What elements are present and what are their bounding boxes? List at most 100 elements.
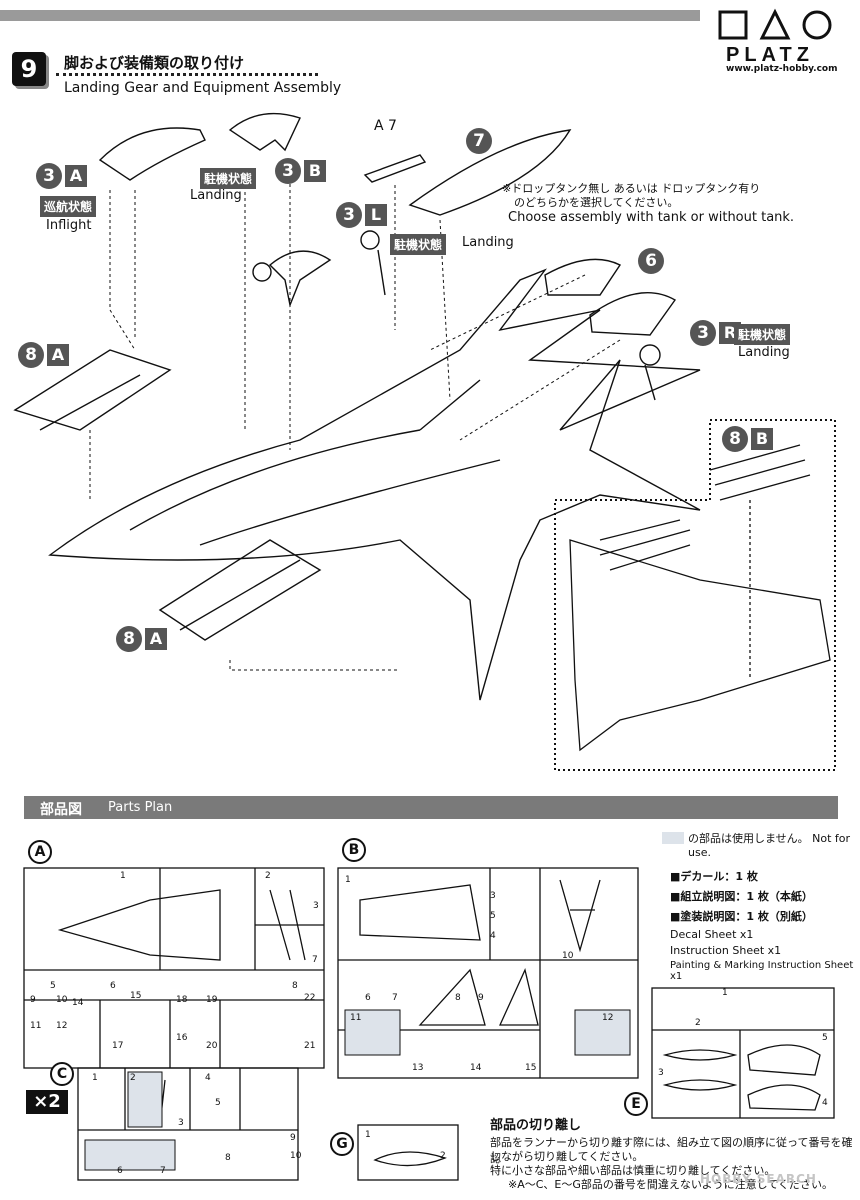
note-en: Choose assembly with tank or without tan… bbox=[508, 210, 795, 225]
svg-text:4: 4 bbox=[490, 931, 496, 941]
sheet-c-label: C bbox=[50, 1062, 74, 1086]
svg-text:6: 6 bbox=[365, 993, 371, 1003]
svg-text:6: 6 bbox=[117, 1166, 123, 1176]
gear-r-wheel bbox=[639, 344, 661, 366]
contents-jp-painting: ■塗装説明図：1 枚（別紙） bbox=[670, 910, 813, 923]
svg-text:1: 1 bbox=[92, 1073, 98, 1083]
label-a7: A 7 bbox=[374, 118, 397, 134]
sprue-a-fuselage bbox=[57, 889, 221, 961]
svg-text:1: 1 bbox=[120, 871, 126, 881]
label-landing-3b: Landing bbox=[190, 188, 242, 203]
label-inflight: Inflight bbox=[46, 218, 92, 233]
contents-en-instruction: Instruction Sheet x1 bbox=[670, 944, 782, 957]
svg-text:13: 13 bbox=[412, 1063, 423, 1073]
svg-text:14: 14 bbox=[72, 998, 84, 1008]
sheet-e-label: E bbox=[624, 1092, 648, 1116]
sheet-g-label: G bbox=[330, 1132, 354, 1156]
missile-rack-top bbox=[13, 349, 172, 431]
cutting-line-2: しながら切り離してください。 bbox=[490, 1150, 644, 1163]
svg-text:5: 5 bbox=[50, 981, 56, 991]
brand-name: PLATZ bbox=[726, 44, 814, 66]
engine-part-upper bbox=[544, 258, 622, 296]
svg-text:2: 2 bbox=[695, 1018, 701, 1028]
svg-text:15: 15 bbox=[130, 991, 141, 1001]
svg-text:9: 9 bbox=[290, 1133, 296, 1143]
tag-inflight-jp: 巡航状態 bbox=[40, 196, 97, 217]
svg-text:5: 5 bbox=[490, 911, 496, 921]
svg-text:20: 20 bbox=[206, 1041, 218, 1051]
engine-part-lower bbox=[589, 292, 677, 336]
svg-text:16: 16 bbox=[176, 1033, 188, 1043]
sprue-c-part2 bbox=[127, 1071, 163, 1128]
svg-text:11: 11 bbox=[30, 1021, 41, 1031]
cutting-line-4: ※A～C、E～G部品の番号を間違えないように注意してください。 bbox=[508, 1178, 834, 1191]
step-title-en: Landing Gear and Equipment Assembly bbox=[64, 80, 342, 96]
sheet-b-label: B bbox=[342, 838, 366, 862]
sprue-b-part12 bbox=[574, 1009, 631, 1056]
svg-text:22: 22 bbox=[304, 993, 315, 1003]
sprue-c-part6 bbox=[84, 1139, 176, 1171]
sheet-c-quantity: ×2 bbox=[26, 1090, 68, 1114]
svg-text:4: 4 bbox=[822, 1098, 828, 1108]
sprue-b-part11 bbox=[344, 1009, 401, 1056]
not-for-use-note: の部品は使用しません。 Not for use. bbox=[688, 832, 851, 859]
svg-text:8: 8 bbox=[292, 981, 298, 991]
svg-text:8: 8 bbox=[455, 993, 461, 1003]
sprue-b-aircraft bbox=[559, 879, 601, 953]
label-landing-3l: Landing bbox=[462, 235, 514, 250]
svg-text:1: 1 bbox=[345, 875, 351, 885]
svg-text:7: 7 bbox=[392, 993, 398, 1003]
detail-8b-aircraft bbox=[569, 539, 831, 752]
drop-tank bbox=[408, 129, 572, 216]
svg-text:9: 9 bbox=[30, 995, 36, 1005]
svg-text:12: 12 bbox=[56, 1021, 67, 1031]
svg-text:10: 10 bbox=[290, 1151, 302, 1161]
svg-text:8: 8 bbox=[225, 1153, 231, 1163]
svg-text:3: 3 bbox=[313, 901, 319, 911]
svg-text:2: 2 bbox=[130, 1073, 136, 1083]
brand-url: www.platz-hobby.com bbox=[726, 64, 838, 74]
tag-landing-3b-jp: 駐機状態 bbox=[200, 168, 257, 189]
svg-text:10: 10 bbox=[562, 951, 574, 961]
sprue-e-frame bbox=[651, 987, 835, 1119]
svg-text:2: 2 bbox=[265, 871, 271, 881]
contents-jp-instruction: ■組立説明図：1 枚（本紙） bbox=[670, 890, 813, 903]
svg-text:5: 5 bbox=[215, 1098, 221, 1108]
canopy-landing bbox=[228, 112, 301, 152]
contents-jp-decal: ■デカール：1 枚 bbox=[670, 870, 758, 883]
watermark: HOBBY SEARCH bbox=[700, 1172, 817, 1186]
svg-text:17: 17 bbox=[112, 1041, 123, 1051]
svg-text:14: 14 bbox=[470, 1063, 482, 1073]
label-6: 6 bbox=[638, 248, 664, 274]
contents-en-decal: Decal Sheet x1 bbox=[670, 928, 754, 941]
svg-text:3: 3 bbox=[490, 891, 496, 901]
platz-logo-icon bbox=[718, 8, 832, 40]
sheet-a-label: A bbox=[28, 840, 52, 864]
svg-text:10: 10 bbox=[56, 995, 68, 1005]
svg-text:7: 7 bbox=[312, 955, 318, 965]
nose-gear bbox=[268, 250, 332, 308]
cutting-line-3: 特に小さな部品や細い部品は慎重に切り離してください。 bbox=[490, 1164, 776, 1177]
parts-plan-title-en: Parts Plan bbox=[108, 800, 173, 815]
svg-text:4: 4 bbox=[205, 1073, 211, 1083]
svg-text:3: 3 bbox=[178, 1118, 184, 1128]
step-title-jp: 脚および装備類の取り付け bbox=[64, 54, 245, 72]
cutting-line-1: 部品をランナーから切り離す際には、組み立て図の順序に従って番号を確認 bbox=[490, 1136, 853, 1165]
title-dotted-line bbox=[56, 73, 318, 76]
detail-8b-missiles-right bbox=[709, 444, 811, 501]
svg-text:3: 3 bbox=[658, 1068, 664, 1078]
assembly-illustration bbox=[13, 112, 836, 771]
svg-text:2: 2 bbox=[440, 1151, 446, 1161]
label-7: 7 bbox=[466, 128, 492, 154]
top-bar bbox=[0, 10, 700, 21]
note-jp-1: ※ドロップタンク無し あるいは ドロップタンク有り bbox=[502, 182, 761, 195]
tag-landing-3l-jp: 駐機状態 bbox=[390, 234, 447, 255]
aircraft-body bbox=[48, 268, 701, 701]
svg-text:1: 1 bbox=[722, 988, 728, 998]
svg-text:11: 11 bbox=[350, 1013, 361, 1023]
